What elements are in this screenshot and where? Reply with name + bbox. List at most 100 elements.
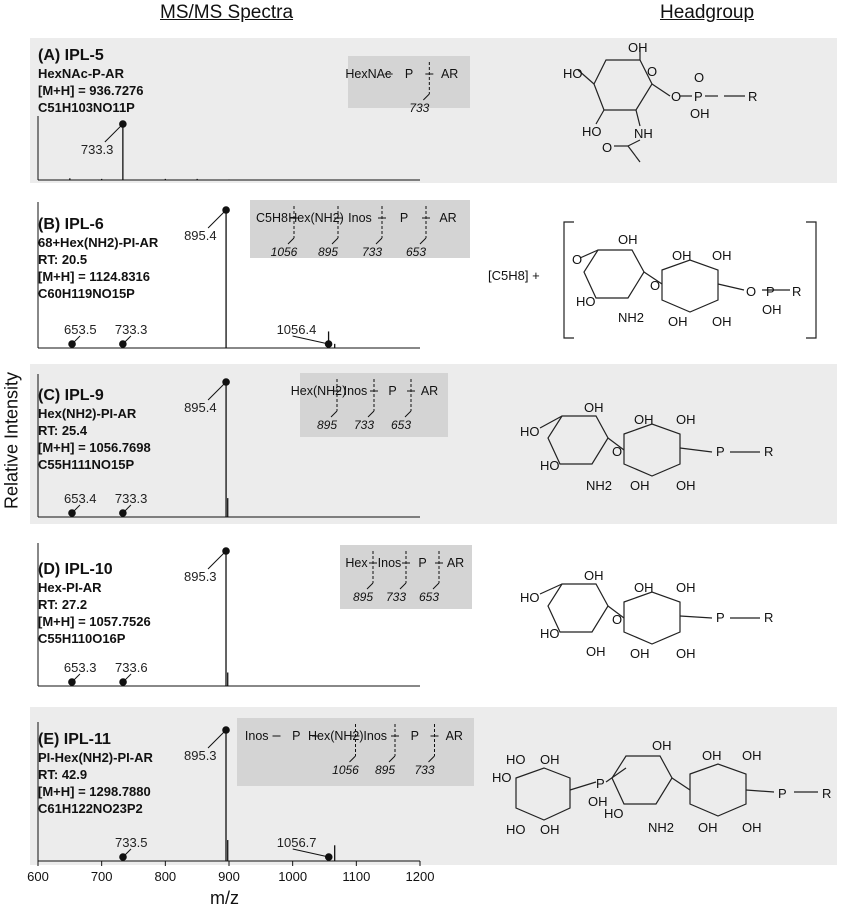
atom-label: HO: [540, 458, 560, 473]
fragment-unit: C5H8: [256, 211, 288, 225]
panel-a-id: (A) IPL-5: [38, 47, 104, 64]
fragment-mass: 733: [409, 101, 429, 115]
atom-label: O: [572, 252, 583, 267]
fragment-unit: Inos: [344, 384, 368, 398]
fragment-unit: P: [405, 67, 413, 81]
structure-e: [515, 755, 818, 821]
structure-c: [539, 415, 760, 477]
atom-label: OH: [676, 646, 696, 661]
fragment-unit: Hex(NH2): [288, 211, 344, 225]
label-leader: [207, 550, 227, 570]
atom-label: HO: [506, 822, 526, 837]
peak-label: 733.3: [81, 142, 114, 157]
fragment-unit: Hex(NH2): [308, 729, 364, 743]
panel-c-line: Hex(NH2)-PI-AR: [38, 406, 137, 421]
atom-label: [C5H8] +: [488, 268, 540, 283]
fragment-unit: P: [292, 729, 300, 743]
atom-label: OH: [672, 248, 692, 263]
fragment-mass: 733: [354, 418, 374, 432]
fragment-mass: 1056: [332, 763, 359, 777]
panel-d-id: (D) IPL-10: [38, 561, 113, 578]
label-leader: [122, 848, 132, 858]
atom-label: R: [764, 610, 774, 625]
cleavage-arrow: [422, 93, 430, 101]
atom-label: P: [716, 610, 725, 625]
label-leader: [207, 209, 227, 229]
x-tick-label: 1000: [278, 869, 307, 884]
fragment-unit: Inos: [245, 729, 269, 743]
spectra-column-title: MS/MS Spectra: [160, 2, 294, 23]
panel-e-line: [M+H] = 1298.7880: [38, 784, 151, 799]
panel-d-line: RT: 27.2: [38, 597, 88, 612]
atom-label: OH: [742, 820, 762, 835]
panel-c-line: [M+H] = 1056.7698: [38, 440, 151, 455]
atom-label: OH: [668, 314, 688, 329]
atom-label: OH: [634, 412, 654, 427]
panel-a-meta: (A) IPL-5 HexNAc-P-AR [M+H] = 936.7276 C…: [38, 46, 144, 116]
atom-label: OH: [698, 820, 718, 835]
panel-d-line: Hex-PI-AR: [38, 580, 102, 595]
atom-label: OH: [652, 738, 672, 753]
peak-label: 733.3: [115, 491, 148, 506]
atom-label: NH: [634, 126, 653, 141]
peak-label: 895.3: [184, 748, 217, 763]
panel-e-line: PI-Hex(NH2)-PI-AR: [38, 750, 153, 765]
peak-label: 653.4: [64, 491, 97, 506]
atom-label: OH: [584, 400, 604, 415]
cleavage-arrow: [399, 582, 407, 590]
panel-c-line: RT: 25.4: [38, 423, 88, 438]
atom-label: R: [748, 89, 758, 104]
x-tick-label: 800: [154, 869, 176, 884]
label-leader: [207, 381, 227, 401]
peak-label: 733.3: [115, 322, 148, 337]
label-leader: [71, 673, 81, 683]
x-tick-label: 1100: [342, 869, 370, 884]
atom-label: OH: [540, 752, 560, 767]
panel-b-line: RT: 20.5: [38, 252, 88, 267]
label-leader: [292, 848, 329, 858]
label-leader: [71, 335, 81, 345]
atom-label: HO: [492, 770, 512, 785]
peak-label: 733.5: [115, 835, 148, 850]
fragment-unit: AR: [447, 556, 464, 570]
atom-label: HO: [604, 806, 624, 821]
cleavage-arrow: [331, 237, 339, 245]
atom-label: P: [778, 786, 787, 801]
panel-b-line: 68+Hex(NH2)-PI-AR: [38, 235, 159, 250]
peak-label: 1056.4: [277, 322, 317, 337]
panel-c-meta: (C) IPL-9 Hex(NH2)-PI-AR RT: 25.4 [M+H] …: [38, 386, 151, 473]
fragment-mass: 653: [391, 418, 411, 432]
atom-label: O: [671, 89, 682, 104]
panel-b-id: (B) IPL-6: [38, 216, 104, 233]
fragment-unit: AR: [421, 384, 438, 398]
panel-b-line: [M+H] = 1124.8316: [38, 269, 151, 284]
atom-label: OH: [676, 580, 696, 595]
atom-label: OH: [584, 568, 604, 583]
x-tick-label: 700: [91, 869, 113, 884]
cleavage-arrow: [419, 237, 427, 245]
atom-label: HO: [576, 294, 596, 309]
x-tick-label: 600: [27, 869, 49, 884]
fragment-box: [348, 56, 470, 108]
x-tick-label: 900: [218, 869, 240, 884]
atom-label: R: [792, 284, 802, 299]
panel-e-meta: (E) IPL-11 PI-Hex(NH2)-PI-AR RT: 42.9 [M…: [38, 730, 153, 817]
atom-label: OH: [762, 302, 782, 317]
structure-a: [577, 48, 745, 163]
atom-label: HO: [563, 66, 583, 81]
label-leader: [292, 335, 329, 345]
fragment-mass: 733: [414, 763, 434, 777]
peak-label: 653.3: [64, 660, 97, 675]
atom-label: OH: [676, 412, 696, 427]
fragment-unit: AR: [446, 729, 463, 743]
atom-label: NH2: [648, 820, 675, 835]
x-tick-label: 1200: [406, 869, 435, 884]
fragment-unit: P: [388, 384, 396, 398]
atom-label: OH: [676, 478, 696, 493]
peak-label: 653.5: [64, 322, 97, 337]
peak-label: 733.6: [115, 660, 148, 675]
fragment-unit: HexNAc: [345, 67, 391, 81]
panel-a-line: HexNAc-P-AR: [38, 66, 124, 81]
